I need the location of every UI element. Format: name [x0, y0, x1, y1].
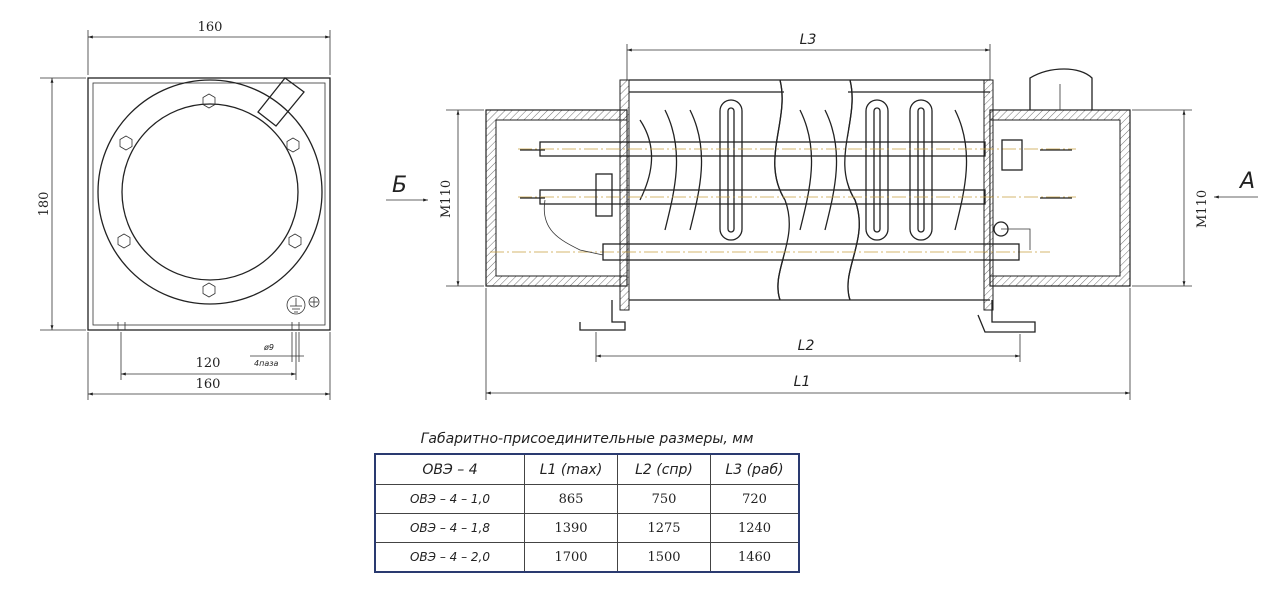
thermostat-tube	[602, 243, 1020, 261]
left-flange	[619, 79, 630, 311]
table-header-row: ОВЭ – 4 L1 (max) L2 (спр) L3 (раб)	[374, 453, 800, 485]
terminal-icon	[308, 296, 320, 308]
side-view-housing	[87, 77, 331, 331]
table-cell-l2: 1500	[617, 542, 711, 573]
side-view-pipe-stub	[257, 77, 305, 127]
rod-bracket-left	[595, 173, 613, 217]
thread-right: М110	[1195, 190, 1210, 228]
table-cell-l2: 1275	[617, 513, 711, 543]
dim-bottom-width: 160	[196, 377, 221, 392]
table-cell-l3: 1460	[710, 542, 800, 573]
table-row: ОВЭ – 4 – 2,0 1700 1500 1460	[374, 542, 800, 573]
dimensions-table: ОВЭ – 4 L1 (max) L2 (спр) L3 (раб) ОВЭ –…	[374, 453, 800, 573]
dim-top-width: 160	[198, 20, 223, 35]
heating-coils	[639, 99, 968, 241]
table-row: ОВЭ – 4 – 1,8 1390 1275 1240	[374, 513, 800, 543]
label-l3: L3	[800, 32, 817, 48]
right-foot	[977, 300, 1036, 333]
terminal-box	[1029, 68, 1093, 110]
table-cell-l3: 1240	[710, 513, 800, 543]
hole-note-count: 4паза	[254, 359, 278, 368]
label-l1: L1	[794, 374, 811, 390]
table-cell-l1: 1700	[524, 542, 618, 573]
label-l2: L2	[798, 338, 815, 354]
dim-height: 180	[37, 192, 52, 217]
table-cell-l2: 750	[617, 484, 711, 514]
table-cell-l1: 1390	[524, 513, 618, 543]
table-row: ОВЭ – 4 – 1,0 865 750 720	[374, 484, 800, 514]
table-cell-model: ОВЭ – 4 – 2,0	[374, 542, 525, 573]
table-cell-l1: 865	[524, 484, 618, 514]
rod-bracket-right	[1001, 139, 1023, 171]
hole-note-diameter: ø9	[263, 343, 274, 352]
thread-left: М110	[439, 180, 454, 218]
table-caption: Габаритно-присоединительные размеры, мм	[421, 431, 754, 447]
view-label-a: А	[1238, 169, 1255, 194]
ground-icon	[286, 295, 306, 315]
left-foot	[579, 300, 626, 331]
table-header-model: ОВЭ – 4	[374, 453, 525, 485]
table-header-l3: L3 (раб)	[710, 453, 800, 485]
view-label-b: Б	[392, 173, 407, 198]
table-cell-model: ОВЭ – 4 – 1,0	[374, 484, 525, 514]
table-header-l1: L1 (max)	[524, 453, 618, 485]
front-view: L3 L2 L1 М110 М110 Б А	[386, 32, 1258, 400]
side-view: 160 180 120 160 ø9 4паза	[37, 20, 331, 400]
flange-bolts	[117, 93, 302, 298]
flange-outer	[97, 79, 323, 305]
dim-bolt-spacing: 120	[196, 356, 221, 371]
table-header-l2: L2 (спр)	[617, 453, 711, 485]
heating-rods	[490, 139, 1076, 261]
table-cell-model: ОВЭ – 4 – 1,8	[374, 513, 525, 543]
side-view-housing-inner	[92, 82, 326, 326]
table-cell-l3: 720	[710, 484, 800, 514]
flange-inner	[121, 103, 299, 281]
